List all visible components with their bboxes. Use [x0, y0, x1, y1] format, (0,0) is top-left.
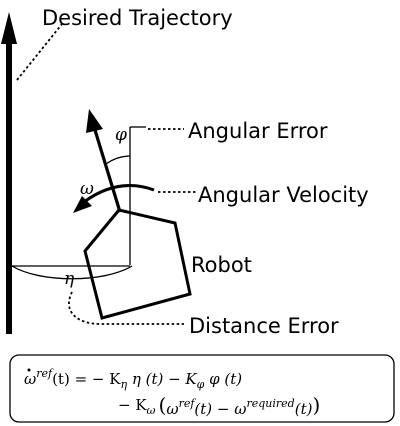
distance-error-label: Distance Error [189, 314, 339, 338]
angular-error-arc [105, 155, 131, 165]
angular-velocity-label: Angular Velocity [198, 183, 369, 207]
robot-label: Robot [191, 253, 252, 277]
omega-symbol: ω [80, 179, 94, 199]
desired-trajectory-label: Desired Trajectory [42, 6, 233, 30]
angular-velocity-arrow [73, 184, 155, 213]
robot-body [83, 208, 192, 320]
eta-symbol: η [64, 269, 75, 289]
robot-heading-arrow [86, 109, 122, 213]
equation-box [9, 354, 395, 423]
equation-line-1: ωref(t) = − Kη η (t) − Kφ φ (t) [24, 367, 242, 391]
omega-dot [27, 368, 31, 372]
equation-line-2: − Kω(ωref(t) − ωrequired(t)) [118, 393, 320, 418]
distance-error-bracket [11, 265, 133, 280]
desired-trajectory-arrow [1, 12, 17, 334]
angular-error-label: Angular Error [188, 119, 328, 143]
desired-trajectory-leader [16, 23, 63, 81]
phi-symbol: φ [115, 125, 127, 145]
distance-error-leader [68, 291, 184, 325]
